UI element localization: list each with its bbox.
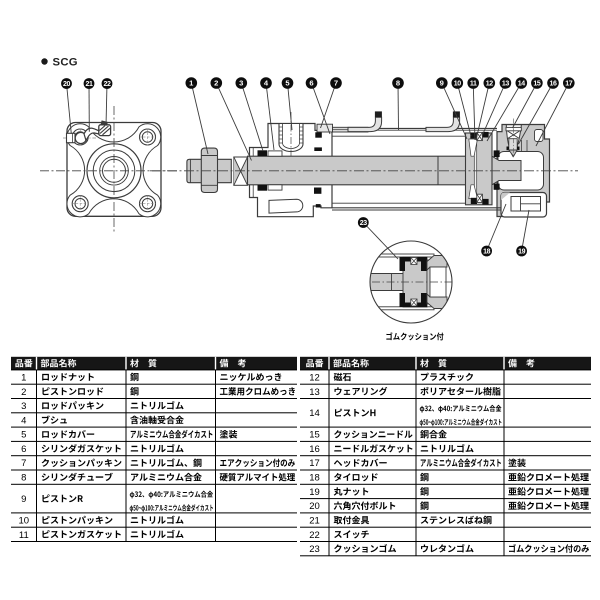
svg-text:9: 9 (440, 79, 444, 88)
svg-text:19: 19 (518, 249, 525, 256)
svg-text:11: 11 (19, 530, 29, 541)
svg-text:6: 6 (309, 79, 313, 88)
svg-text:13: 13 (502, 81, 509, 88)
svg-text:15: 15 (533, 81, 540, 88)
svg-text:16: 16 (309, 444, 320, 455)
svg-text:7: 7 (21, 458, 26, 469)
svg-text:8: 8 (396, 79, 400, 88)
svg-text:16: 16 (550, 81, 557, 88)
svg-text:18: 18 (309, 473, 320, 484)
svg-text:18: 18 (483, 249, 490, 256)
svg-text:22: 22 (104, 81, 111, 88)
svg-text:5: 5 (21, 430, 26, 441)
svg-text:9: 9 (21, 494, 26, 505)
svg-text:21: 21 (309, 516, 320, 527)
svg-text:19: 19 (309, 487, 320, 498)
svg-text:17: 17 (309, 458, 320, 469)
svg-text:10: 10 (454, 81, 461, 88)
svg-text:4: 4 (21, 415, 26, 426)
svg-text:6: 6 (21, 444, 26, 455)
svg-text:15: 15 (309, 430, 320, 441)
svg-text:12: 12 (309, 372, 320, 383)
svg-text:1: 1 (189, 79, 194, 88)
svg-text:17: 17 (565, 81, 572, 88)
svg-text:13: 13 (309, 387, 320, 398)
svg-text:3: 3 (239, 79, 243, 88)
svg-text:2: 2 (214, 79, 218, 88)
svg-text:14: 14 (309, 408, 320, 419)
svg-text:20: 20 (309, 501, 320, 512)
svg-text:4: 4 (264, 79, 269, 88)
svg-text:14: 14 (518, 81, 525, 88)
svg-text:20: 20 (63, 81, 70, 88)
svg-text:8: 8 (21, 473, 26, 484)
svg-text:23: 23 (360, 220, 367, 227)
svg-text:21: 21 (86, 81, 93, 88)
svg-text:7: 7 (334, 79, 338, 88)
svg-text:11: 11 (470, 81, 477, 88)
svg-text:23: 23 (309, 544, 320, 555)
svg-text:10: 10 (19, 516, 30, 527)
svg-text:5: 5 (285, 79, 290, 88)
svg-text:2: 2 (21, 387, 26, 398)
svg-text:SCG: SCG (53, 57, 78, 69)
svg-text:12: 12 (486, 81, 493, 88)
svg-text:22: 22 (309, 530, 320, 541)
svg-text:3: 3 (21, 401, 26, 412)
svg-text:1: 1 (21, 372, 26, 383)
